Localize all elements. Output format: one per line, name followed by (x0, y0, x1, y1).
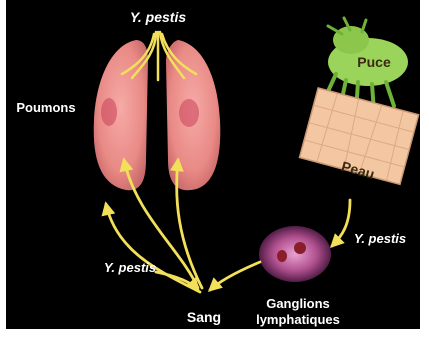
poumons-label: Poumons (16, 100, 75, 115)
ganglions-label-line2: lymphatiques (256, 312, 340, 327)
plague-transmission-diagram: Puce Peau Y. pestis Y. pestis Y. pestis … (6, 0, 420, 329)
puce-label: Puce (357, 54, 391, 70)
right-lung-spot (179, 99, 199, 127)
lymph-node (259, 226, 331, 282)
ypestis-left-label: Y. pestis (104, 260, 156, 275)
left-lung-spot (101, 98, 117, 126)
sang-label: Sang (187, 309, 221, 325)
ypestis-top-label: Y. pestis (130, 9, 187, 25)
diagram-frame: Puce Peau Y. pestis Y. pestis Y. pestis … (6, 0, 420, 329)
ypestis-right-label: Y. pestis (354, 231, 406, 246)
ganglions-label-line1: Ganglions (266, 296, 330, 311)
